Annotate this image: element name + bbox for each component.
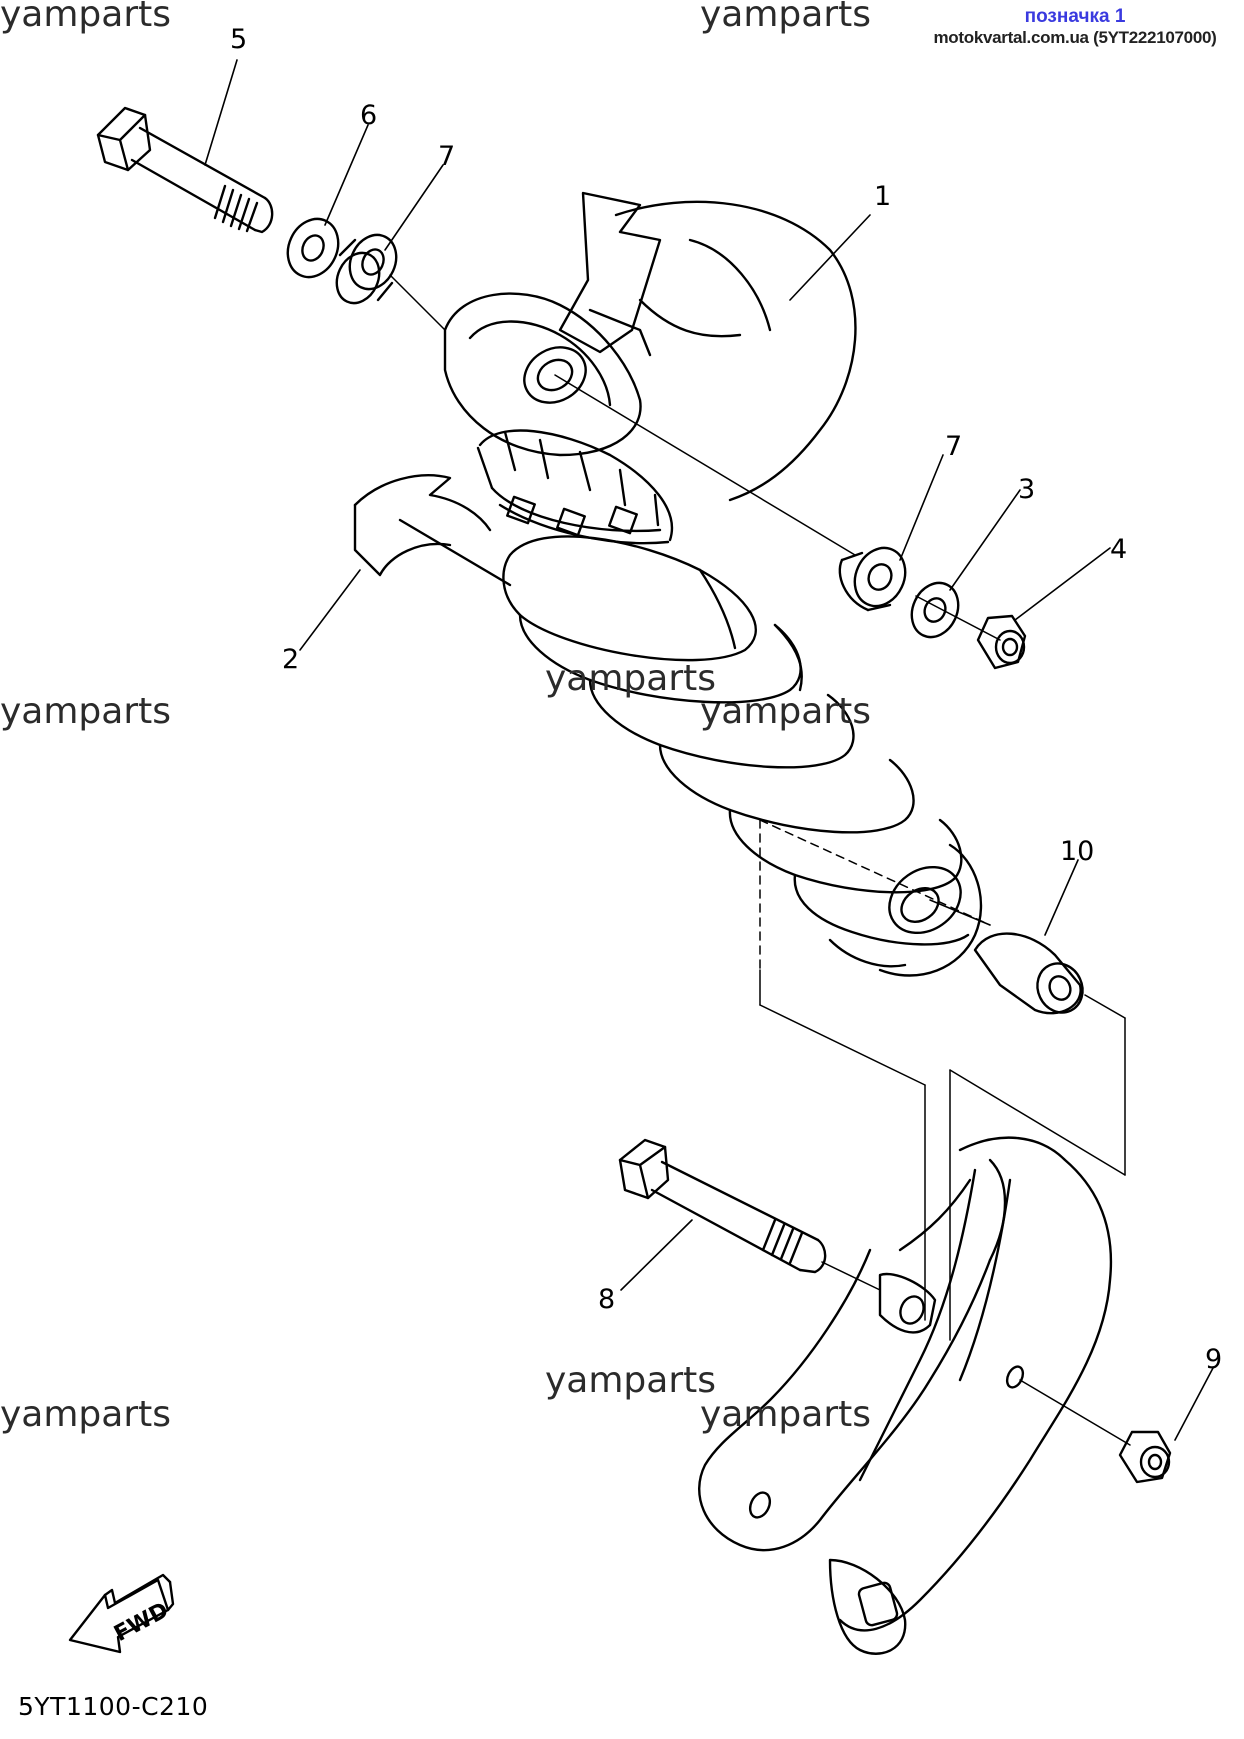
watermark: yamparts [700,0,871,35]
assembly-lines [389,274,1131,1446]
reservoir-drawing [558,191,857,502]
callout-2: 2 [282,644,299,675]
relay-arm [698,1136,1113,1655]
callout-4: 6 [360,100,377,131]
watermark: yamparts [0,691,171,732]
washer-5 [910,581,960,639]
watermark: yamparts [545,1360,716,1401]
watermarks: yamparts yamparts yamparts yamparts yamp… [0,0,871,1435]
watermark: yamparts [700,1394,871,1435]
spring-adjuster-ring [476,429,674,545]
callout-9: 9 [1205,1344,1222,1375]
label-2-sticker [353,474,512,587]
leader-lines [204,59,1214,1441]
callout-7-right: 7 [945,431,962,462]
header-title: позначка 1 [1024,6,1126,27]
fwd-label: FWD [110,1598,173,1647]
diagram-code: 5YT1100-C210 [18,1692,209,1721]
callout-3: 5 [230,24,247,55]
fwd-arrow-icon [68,1573,175,1654]
bolt-lower [618,1138,827,1274]
callout-labels: 5 6 7 1 7 3 4 2 10 8 9 [230,24,1222,1375]
callout-1: 1 [874,181,891,212]
callout-6: 4 [1110,534,1127,565]
callout-8: 8 [598,1284,615,1315]
nut-9 [1118,1430,1172,1484]
nut-6 [976,614,1027,670]
collar-7-right [838,546,907,612]
callout-7-upper: 7 [438,141,455,172]
header-source: motokvartal.com.ua (5YT222107000) [933,28,1217,47]
callout-5: 3 [1018,474,1035,505]
shock-top-eye [443,292,652,457]
collar-7-upper [335,233,398,305]
bolt-top [96,106,274,234]
watermark: yamparts [0,1394,171,1435]
callout-10: 10 [1060,836,1094,867]
washer-4 [286,217,340,279]
shock-lower-eye [828,843,983,977]
watermark: yamparts [545,658,716,699]
watermark: yamparts [0,0,171,35]
watermark: yamparts [700,691,871,732]
spacer-10 [973,932,1084,1015]
coil-spring [502,535,970,946]
